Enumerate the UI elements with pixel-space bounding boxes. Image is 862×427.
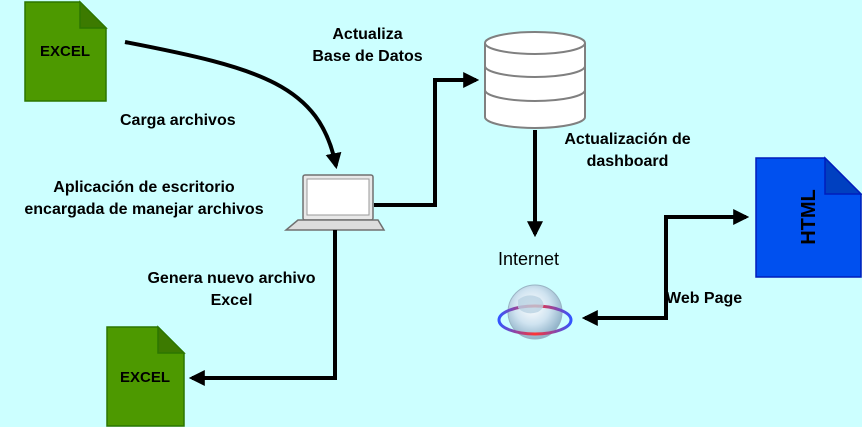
laptop-icon xyxy=(283,174,386,231)
excel-file-top-icon xyxy=(24,0,108,102)
excel-file-bottom-icon xyxy=(106,325,186,427)
web-page-label: Web Page xyxy=(666,290,743,307)
carga-archivos-label: Carga archivos xyxy=(120,112,236,129)
actualiza-base-de-datos-label: Actualiza Base de Datos xyxy=(312,26,423,65)
internet-label: Internet xyxy=(498,249,560,269)
excel-bottom-label: EXCEL xyxy=(120,369,170,386)
database-icon xyxy=(484,31,586,129)
edge-laptop-to-database xyxy=(374,72,480,207)
edge-internet-html xyxy=(581,209,750,326)
html-label: HTML xyxy=(798,189,820,245)
aplicacion-escritorio-label: Aplicación de escritorio encargada de ma… xyxy=(24,179,264,218)
html-file-icon xyxy=(755,156,862,278)
globe-icon xyxy=(497,284,573,340)
actualizacion-dashboard-label: Actualización de dashboard xyxy=(564,131,691,170)
edge-laptop-to-excel xyxy=(188,230,337,386)
edge-excel-to-laptop xyxy=(124,40,342,170)
diagram-edges xyxy=(124,40,750,386)
genera-nuevo-archivo-label: Genera nuevo archivo Excel xyxy=(147,270,316,309)
excel-top-label: EXCEL xyxy=(40,43,90,60)
